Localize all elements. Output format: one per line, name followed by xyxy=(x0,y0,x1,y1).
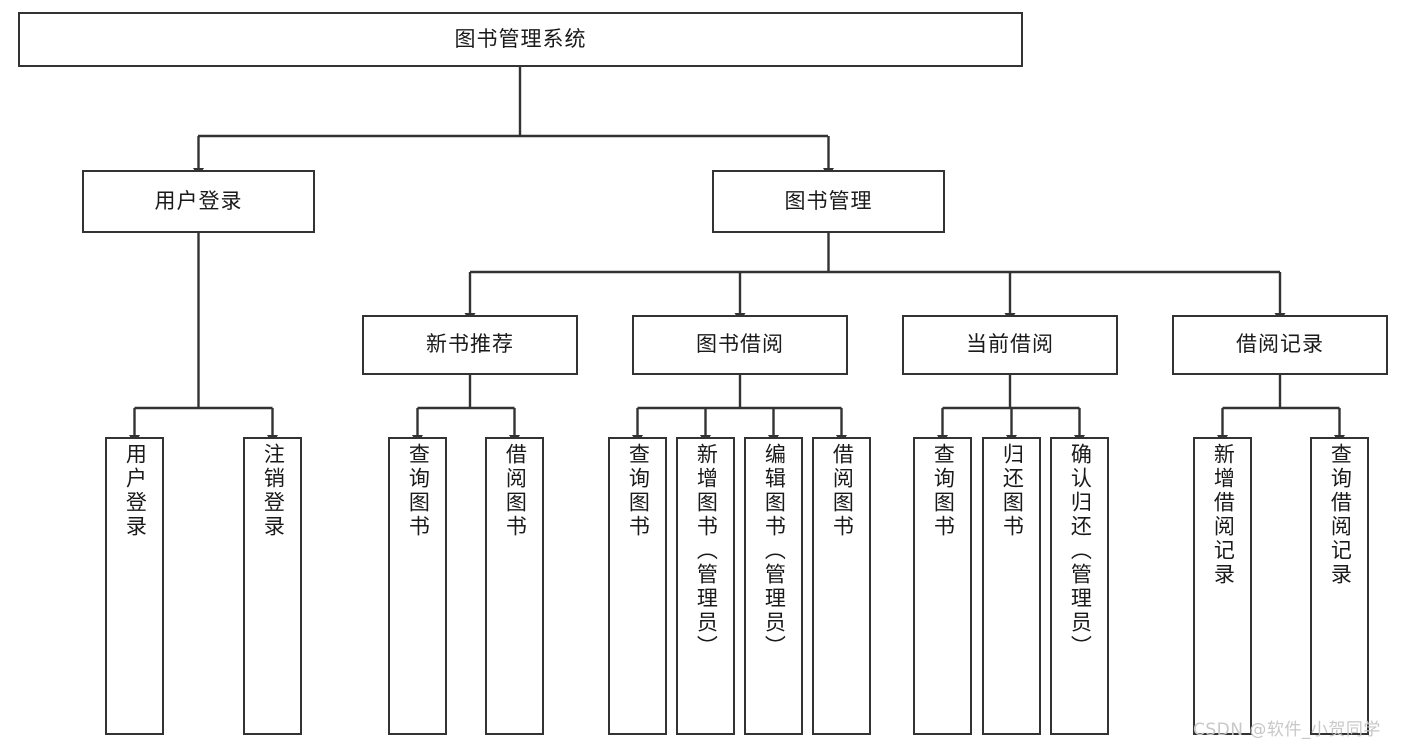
leaf-node[interactable]: 用户登录 xyxy=(105,437,164,735)
leaf-node-label: 注销登录 xyxy=(261,443,286,539)
leaf-node[interactable]: 编辑图书（管理员） xyxy=(744,437,803,735)
leaf-node[interactable]: 注销登录 xyxy=(243,437,302,735)
leaf-node-label: 新增图书（管理员） xyxy=(694,443,719,659)
leaf-node[interactable]: 新增图书（管理员） xyxy=(676,437,735,735)
leaf-node-label: 借阅图书 xyxy=(830,443,855,539)
root-node-label: 图书管理系统 xyxy=(454,26,587,51)
leaf-node-label: 借阅图书 xyxy=(503,443,528,539)
leaf-node[interactable]: 查询借阅记录 xyxy=(1310,437,1369,735)
level3-node-label: 图书借阅 xyxy=(696,332,784,357)
level3-node[interactable]: 新书推荐 xyxy=(362,315,578,375)
leaf-node-label: 归还图书 xyxy=(1000,443,1025,539)
csdn-watermark: CSDN @软件_小贺同学 xyxy=(1193,720,1381,740)
level2-node[interactable]: 图书管理 xyxy=(712,170,945,233)
level3-node[interactable]: 借阅记录 xyxy=(1172,315,1388,375)
level2-node[interactable]: 用户登录 xyxy=(82,170,315,233)
root-node[interactable]: 图书管理系统 xyxy=(18,12,1023,67)
level3-node[interactable]: 图书借阅 xyxy=(632,315,848,375)
leaf-node-label: 查询借阅记录 xyxy=(1328,443,1353,587)
leaf-node-label: 查询图书 xyxy=(626,443,651,539)
leaf-node-label: 确认归还（管理员） xyxy=(1068,443,1093,659)
leaf-node-label: 新增借阅记录 xyxy=(1211,443,1236,587)
leaf-node[interactable]: 查询图书 xyxy=(913,437,972,735)
level2-node-label: 用户登录 xyxy=(154,188,243,213)
leaf-node[interactable]: 确认归还（管理员） xyxy=(1050,437,1109,735)
leaf-node-label: 查询图书 xyxy=(931,443,956,539)
leaf-node-label: 查询图书 xyxy=(406,443,431,539)
level3-node-label: 当前借阅 xyxy=(966,332,1054,357)
leaf-node-label: 用户登录 xyxy=(123,443,148,539)
leaf-node[interactable]: 新增借阅记录 xyxy=(1193,437,1252,735)
level3-node-label: 借阅记录 xyxy=(1236,332,1324,357)
leaf-node[interactable]: 借阅图书 xyxy=(812,437,871,735)
level3-node-label: 新书推荐 xyxy=(426,332,514,357)
leaf-node-label: 编辑图书（管理员） xyxy=(762,443,787,659)
level2-node-label: 图书管理 xyxy=(784,188,873,213)
leaf-node[interactable]: 借阅图书 xyxy=(485,437,544,735)
leaf-node[interactable]: 查询图书 xyxy=(388,437,447,735)
leaf-node[interactable]: 查询图书 xyxy=(608,437,667,735)
leaf-node[interactable]: 归还图书 xyxy=(982,437,1041,735)
level3-node[interactable]: 当前借阅 xyxy=(902,315,1118,375)
